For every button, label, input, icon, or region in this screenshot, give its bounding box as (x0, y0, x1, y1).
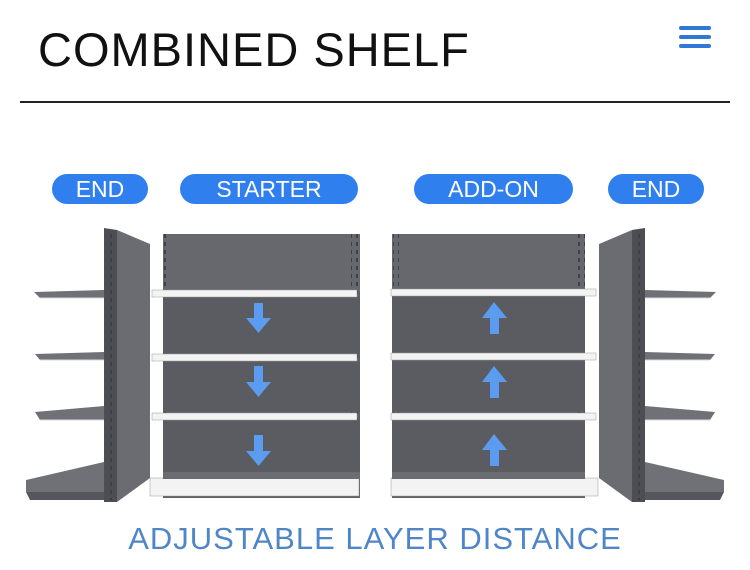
arrow-down-icon (246, 366, 271, 397)
label-end-right: END (608, 174, 704, 204)
end-shelf-right (599, 228, 724, 502)
end-shelf-left (26, 228, 150, 502)
header-divider (20, 101, 730, 103)
arrow-up-icon (482, 302, 507, 334)
arrow-up-icon (482, 366, 507, 398)
arrow-down-icon (246, 303, 271, 333)
label-end-left: END (52, 174, 148, 204)
caption-adjustable-layer-distance: ADJUSTABLE LAYER DISTANCE (128, 521, 622, 556)
add-on-shelf (390, 234, 599, 498)
label-starter: STARTER (180, 174, 358, 204)
arrow-down-icon (246, 435, 271, 466)
arrow-up-icon (482, 434, 507, 466)
page-title: COMBINED SHELF (38, 23, 470, 76)
label-add-on: ADD-ON (414, 174, 573, 204)
hamburger-menu-icon[interactable] (679, 26, 711, 48)
